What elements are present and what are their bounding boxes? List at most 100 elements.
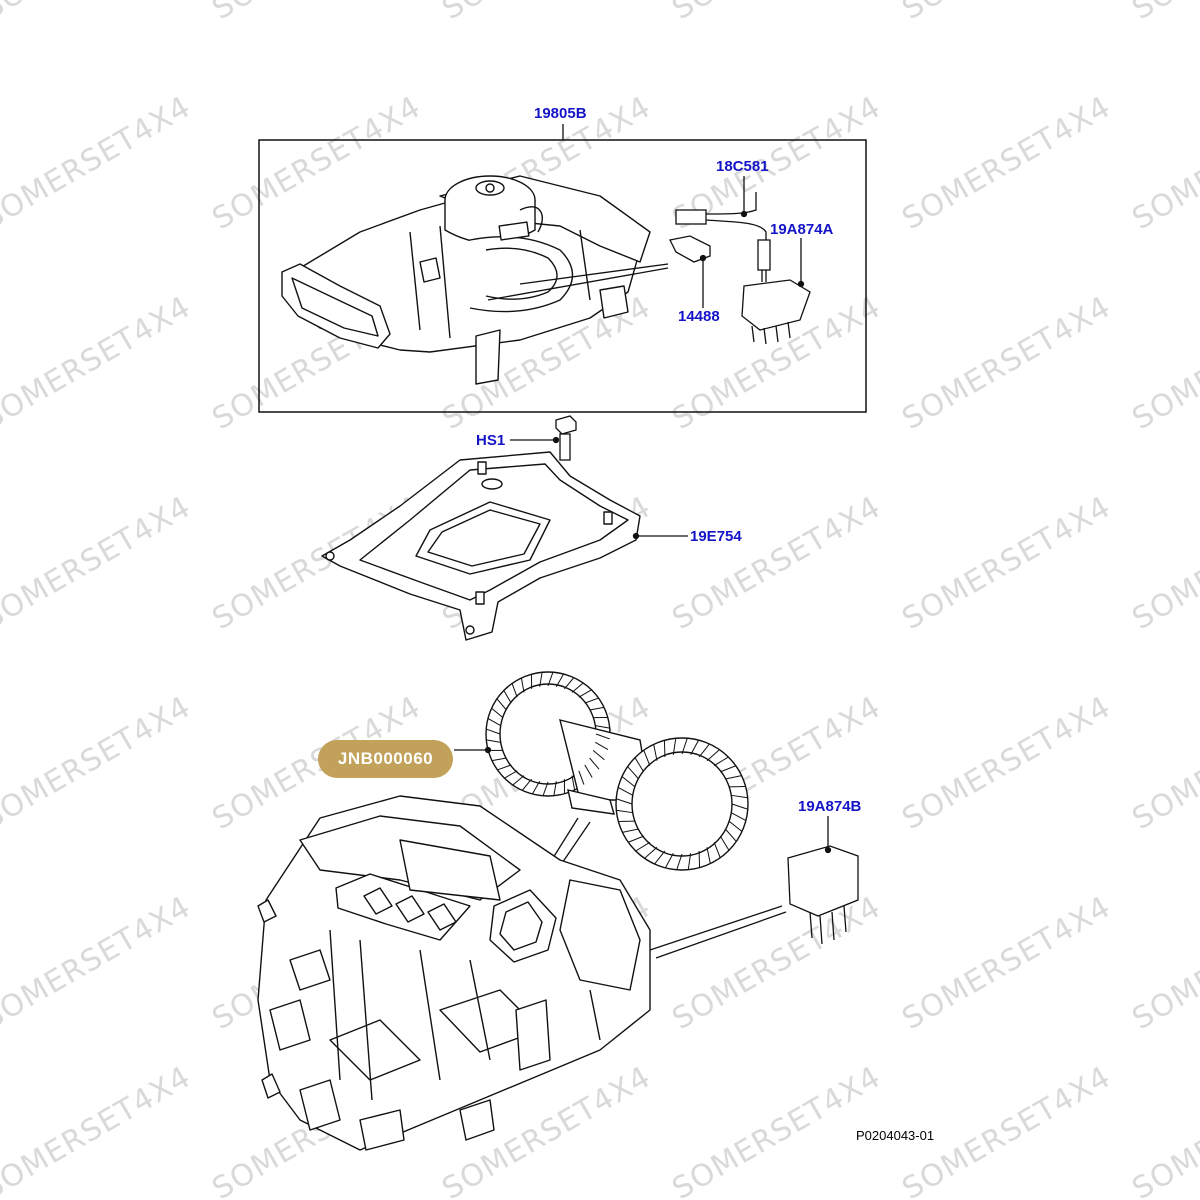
fan-blade xyxy=(486,739,501,743)
fan-blade xyxy=(578,689,592,698)
fan-blade xyxy=(531,781,541,795)
fan-blade xyxy=(589,706,605,711)
fan-blade xyxy=(653,744,658,761)
fan-wheel-drawing xyxy=(485,671,749,871)
hvac-housing-drawing xyxy=(257,795,651,1151)
watermark-text: SOMERSET4X4 xyxy=(0,689,197,837)
watermark-text: SOMERSET4X4 xyxy=(437,0,657,27)
fan-blade xyxy=(571,682,584,693)
fan-blade xyxy=(584,764,593,778)
harness-drawing xyxy=(675,192,771,282)
watermark-text: SOMERSET4X4 xyxy=(1127,0,1200,27)
watermark-text: SOMERSET4X4 xyxy=(667,1059,887,1200)
watermark-text: SOMERSET4X4 xyxy=(667,0,887,27)
fan-blade xyxy=(672,738,677,755)
blower-assembly-box xyxy=(258,124,867,413)
fan-blade xyxy=(503,690,512,704)
fan-blade xyxy=(634,757,645,773)
bracket-drawing xyxy=(321,451,641,641)
fan-blade xyxy=(627,766,640,780)
watermark-text: SOMERSET4X4 xyxy=(897,689,1117,837)
fan-blade xyxy=(720,765,736,773)
watermark-text: SOMERSET4X4 xyxy=(667,489,887,637)
watermark-text: SOMERSET4X4 xyxy=(897,889,1117,1037)
callout-bracket: 19E754 xyxy=(690,528,742,545)
fan-blade xyxy=(687,853,692,870)
fan-blade xyxy=(491,707,504,718)
fan-blade xyxy=(512,775,525,786)
callout-resistor-a: 19A874A xyxy=(770,221,834,238)
fan-blade xyxy=(487,717,501,727)
fan-blade xyxy=(713,842,721,858)
fan-blade xyxy=(592,750,605,761)
fan-blade xyxy=(539,672,543,687)
resistor-b-leader-lines xyxy=(649,905,787,959)
watermark-text: SOMERSET4X4 xyxy=(0,289,197,437)
fan-blade xyxy=(595,741,609,751)
fan-blade xyxy=(731,812,747,822)
screw-drawing xyxy=(510,415,577,461)
watermark-text: SOMERSET4X4 xyxy=(0,889,197,1037)
watermark-text: SOMERSET4X4 xyxy=(1127,1059,1200,1200)
fan-blade xyxy=(644,846,658,859)
fan-blade xyxy=(578,770,585,785)
watermark-text: SOMERSET4X4 xyxy=(1127,689,1200,837)
fan-blade xyxy=(676,853,683,870)
fan-blade xyxy=(521,778,532,791)
harness-leader xyxy=(740,176,748,218)
fan-blade xyxy=(595,733,610,740)
fan-blade xyxy=(725,775,742,780)
fan-blade xyxy=(690,739,700,755)
watermark-text: SOMERSET4X4 xyxy=(207,0,427,27)
fan-blade xyxy=(616,798,633,805)
part-number-badge: JNB000060 xyxy=(318,740,453,778)
fan-blade xyxy=(595,725,610,729)
fan-blade xyxy=(617,786,633,796)
fan-blade xyxy=(486,728,501,735)
fan-blade xyxy=(635,841,651,852)
watermark-text: SOMERSET4X4 xyxy=(1127,289,1200,437)
fan-blade xyxy=(628,835,644,843)
fan-blade xyxy=(664,853,674,869)
watermark-text: SOMERSET4X4 xyxy=(1127,889,1200,1037)
housing-leader-lines xyxy=(487,263,669,301)
fan-blades xyxy=(486,672,748,870)
watermark-text: SOMERSET4X4 xyxy=(0,1059,197,1200)
fan-blade xyxy=(564,677,575,690)
watermark-text: SOMERSET4X4 xyxy=(0,89,197,237)
fan-blade xyxy=(728,820,743,832)
watermark-text: SOMERSET4X4 xyxy=(667,889,887,1037)
figure-reference: P0204043-01 xyxy=(856,1128,935,1143)
watermark-text: SOMERSET4X4 xyxy=(1127,489,1200,637)
watermark-text: SOMERSET4X4 xyxy=(897,489,1117,637)
callout-assembly: 19805B xyxy=(534,105,587,122)
fan-blade xyxy=(547,672,554,687)
fan-blade xyxy=(511,683,518,698)
blower-housing-drawing xyxy=(281,175,651,385)
resistor-b-drawing xyxy=(787,816,859,945)
fan-blade xyxy=(520,677,525,693)
watermark-text: SOMERSET4X4 xyxy=(0,489,197,637)
fan-blade xyxy=(621,776,636,788)
watermark-text: SOMERSET4X4 xyxy=(897,89,1117,237)
fan-blade xyxy=(491,757,507,762)
fan-blade xyxy=(706,847,711,864)
fan-blade xyxy=(497,764,512,771)
fan-blade xyxy=(706,749,720,762)
fan-blade xyxy=(654,850,666,865)
bracket-leader xyxy=(632,532,688,540)
watermark-text: SOMERSET4X4 xyxy=(897,0,1117,27)
fan-blade xyxy=(542,781,549,796)
callout-clip: 14488 xyxy=(678,308,720,325)
fan-blade xyxy=(571,775,576,791)
watermark-text: SOMERSET4X4 xyxy=(0,0,197,27)
fan-blade xyxy=(698,743,710,758)
clip-drawing xyxy=(669,235,711,308)
fan-blade xyxy=(731,794,748,799)
callout-resistor-b: 19A874B xyxy=(798,798,862,815)
callout-screw: HS1 xyxy=(476,432,506,449)
fan-blade xyxy=(731,803,748,810)
watermark-text: SOMERSET4X4 xyxy=(1127,89,1200,237)
